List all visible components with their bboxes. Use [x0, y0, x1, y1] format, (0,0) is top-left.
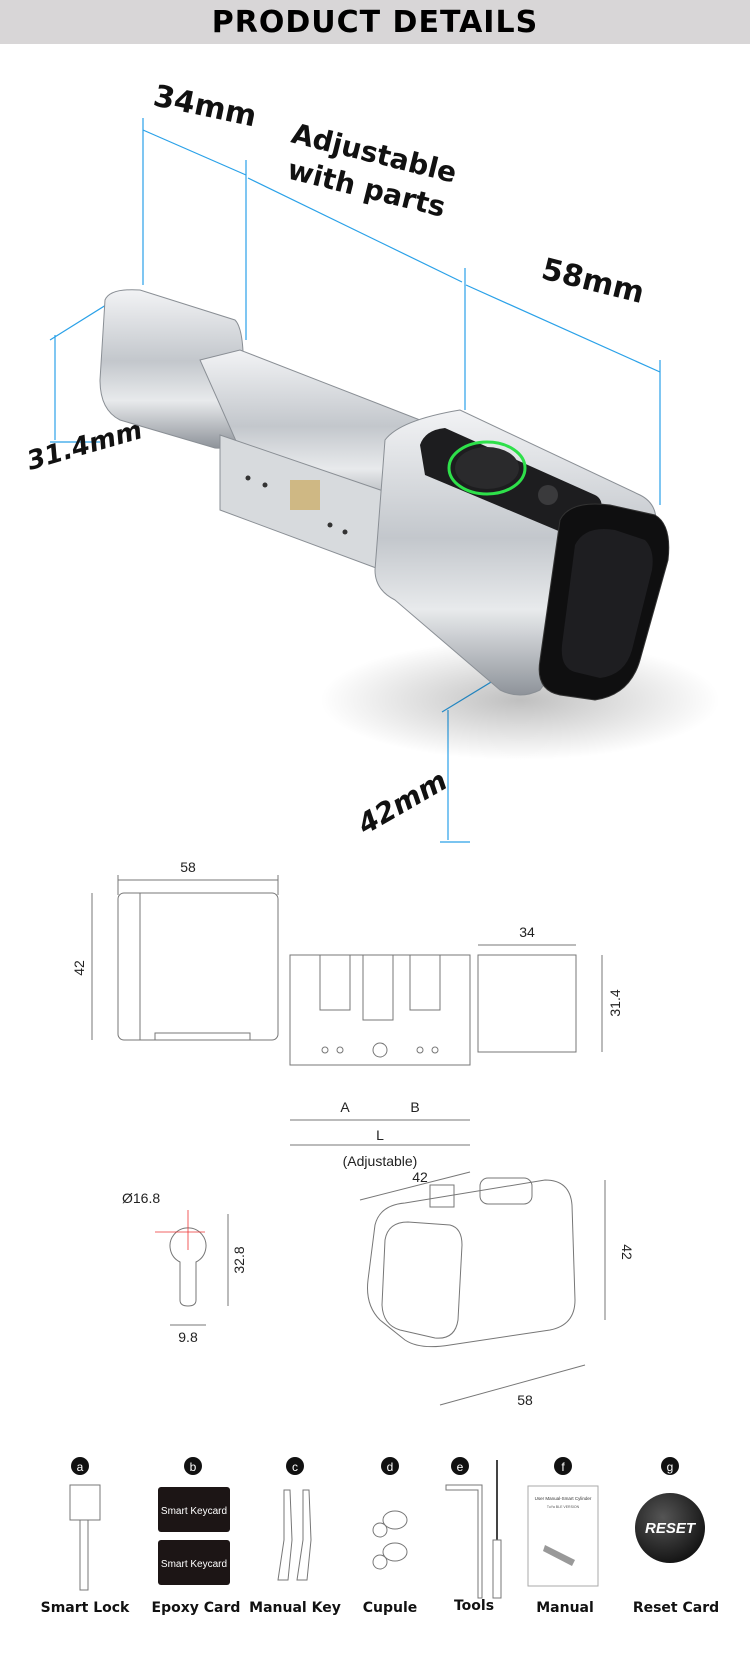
td-side-a: A — [340, 1099, 350, 1115]
knob-width-label: 34mm — [150, 79, 259, 135]
td-body-length: 58 — [180, 859, 196, 875]
td-iso-width: 42 — [412, 1169, 428, 1185]
hex-key-icon — [445, 1484, 483, 1599]
td-keyhole-height: 32.8 — [231, 1246, 247, 1273]
keycard-text: Smart Keycard — [161, 1506, 227, 1517]
accessory-label: Reset Card — [633, 1600, 719, 1616]
keycard-text: Smart Keycard — [161, 1559, 227, 1570]
smart-lock-icon — [69, 1484, 101, 1591]
header-bar: PRODUCT DETAILS — [0, 0, 750, 44]
accessory-tools: e Tools — [445, 1457, 502, 1614]
isometric-drawing: 42 42 58 — [359, 1169, 635, 1408]
accessory-letter: d — [387, 1460, 394, 1474]
key-icon — [296, 1489, 312, 1581]
accessory-label: Smart Lock — [41, 1600, 130, 1616]
cupule-icon — [372, 1510, 408, 1570]
accessory-smart-lock: a Smart Lock — [41, 1457, 130, 1616]
accessory-label: Tools — [454, 1598, 494, 1614]
accessory-letter: e — [457, 1460, 464, 1474]
technical-drawing-side: 58 42 34 31.4 A B L (Adjustable) — [71, 859, 623, 1169]
accessory-label: Epoxy Card — [152, 1600, 241, 1616]
td-knob-width: 34 — [519, 924, 535, 940]
screwdriver-icon — [492, 1460, 502, 1599]
accessory-letter: a — [77, 1460, 84, 1474]
accessory-cupule: d Cupule — [363, 1457, 418, 1616]
reset-card-icon — [635, 1493, 705, 1563]
accessory-letter: g — [667, 1460, 674, 1474]
fingerprint-sensor-icon — [447, 440, 527, 496]
accessory-label: Manual — [536, 1600, 594, 1616]
accessory-letter: b — [190, 1460, 197, 1474]
accessory-letter: c — [292, 1460, 298, 1474]
td-total-l: L — [376, 1127, 384, 1143]
manual-title: User Manual-Smart Cylinder — [535, 1496, 592, 1501]
accessory-manual-key: c Manual Key — [249, 1457, 341, 1616]
keycard-icon — [158, 1487, 230, 1532]
body-height-label: 42mm — [351, 764, 453, 842]
accessory-label: Cupule — [363, 1600, 418, 1616]
accessory-label: Manual Key — [249, 1600, 341, 1616]
td-keyhole-width: 9.8 — [178, 1329, 198, 1345]
accessory-manual: f User Manual-Smart Cylinder TuYa BLE VE… — [527, 1457, 599, 1616]
page-title: PRODUCT DETAILS — [211, 4, 539, 40]
knob-height-label: 31.4mm — [24, 415, 146, 476]
keycard-icon — [158, 1540, 230, 1585]
keyhole-profile: Ø16.8 32.8 9.8 — [122, 1190, 247, 1345]
td-knob-height: 31.4 — [607, 989, 623, 1016]
accessory-reset-card: g RESET Reset Card — [633, 1457, 719, 1616]
td-side-b: B — [410, 1099, 419, 1115]
td-body-height: 42 — [71, 960, 87, 976]
td-keyhole-diameter: Ø16.8 — [122, 1190, 160, 1206]
accessory-epoxy-card: b Smart Keycard Smart Keycard Epoxy Card — [152, 1457, 241, 1616]
td-iso-height: 42 — [619, 1244, 635, 1260]
td-adjustable-note: (Adjustable) — [343, 1153, 418, 1169]
manual-subtitle: TuYa BLE VERSION — [547, 1505, 580, 1509]
manual-booklet-icon — [527, 1485, 599, 1587]
body-length-label: 58mm — [538, 252, 648, 311]
accessory-letter: f — [561, 1460, 565, 1474]
reset-card-text: RESET — [645, 1520, 697, 1537]
smart-lock-render — [99, 289, 720, 760]
key-icon — [277, 1489, 293, 1581]
td-iso-length: 58 — [517, 1392, 533, 1408]
